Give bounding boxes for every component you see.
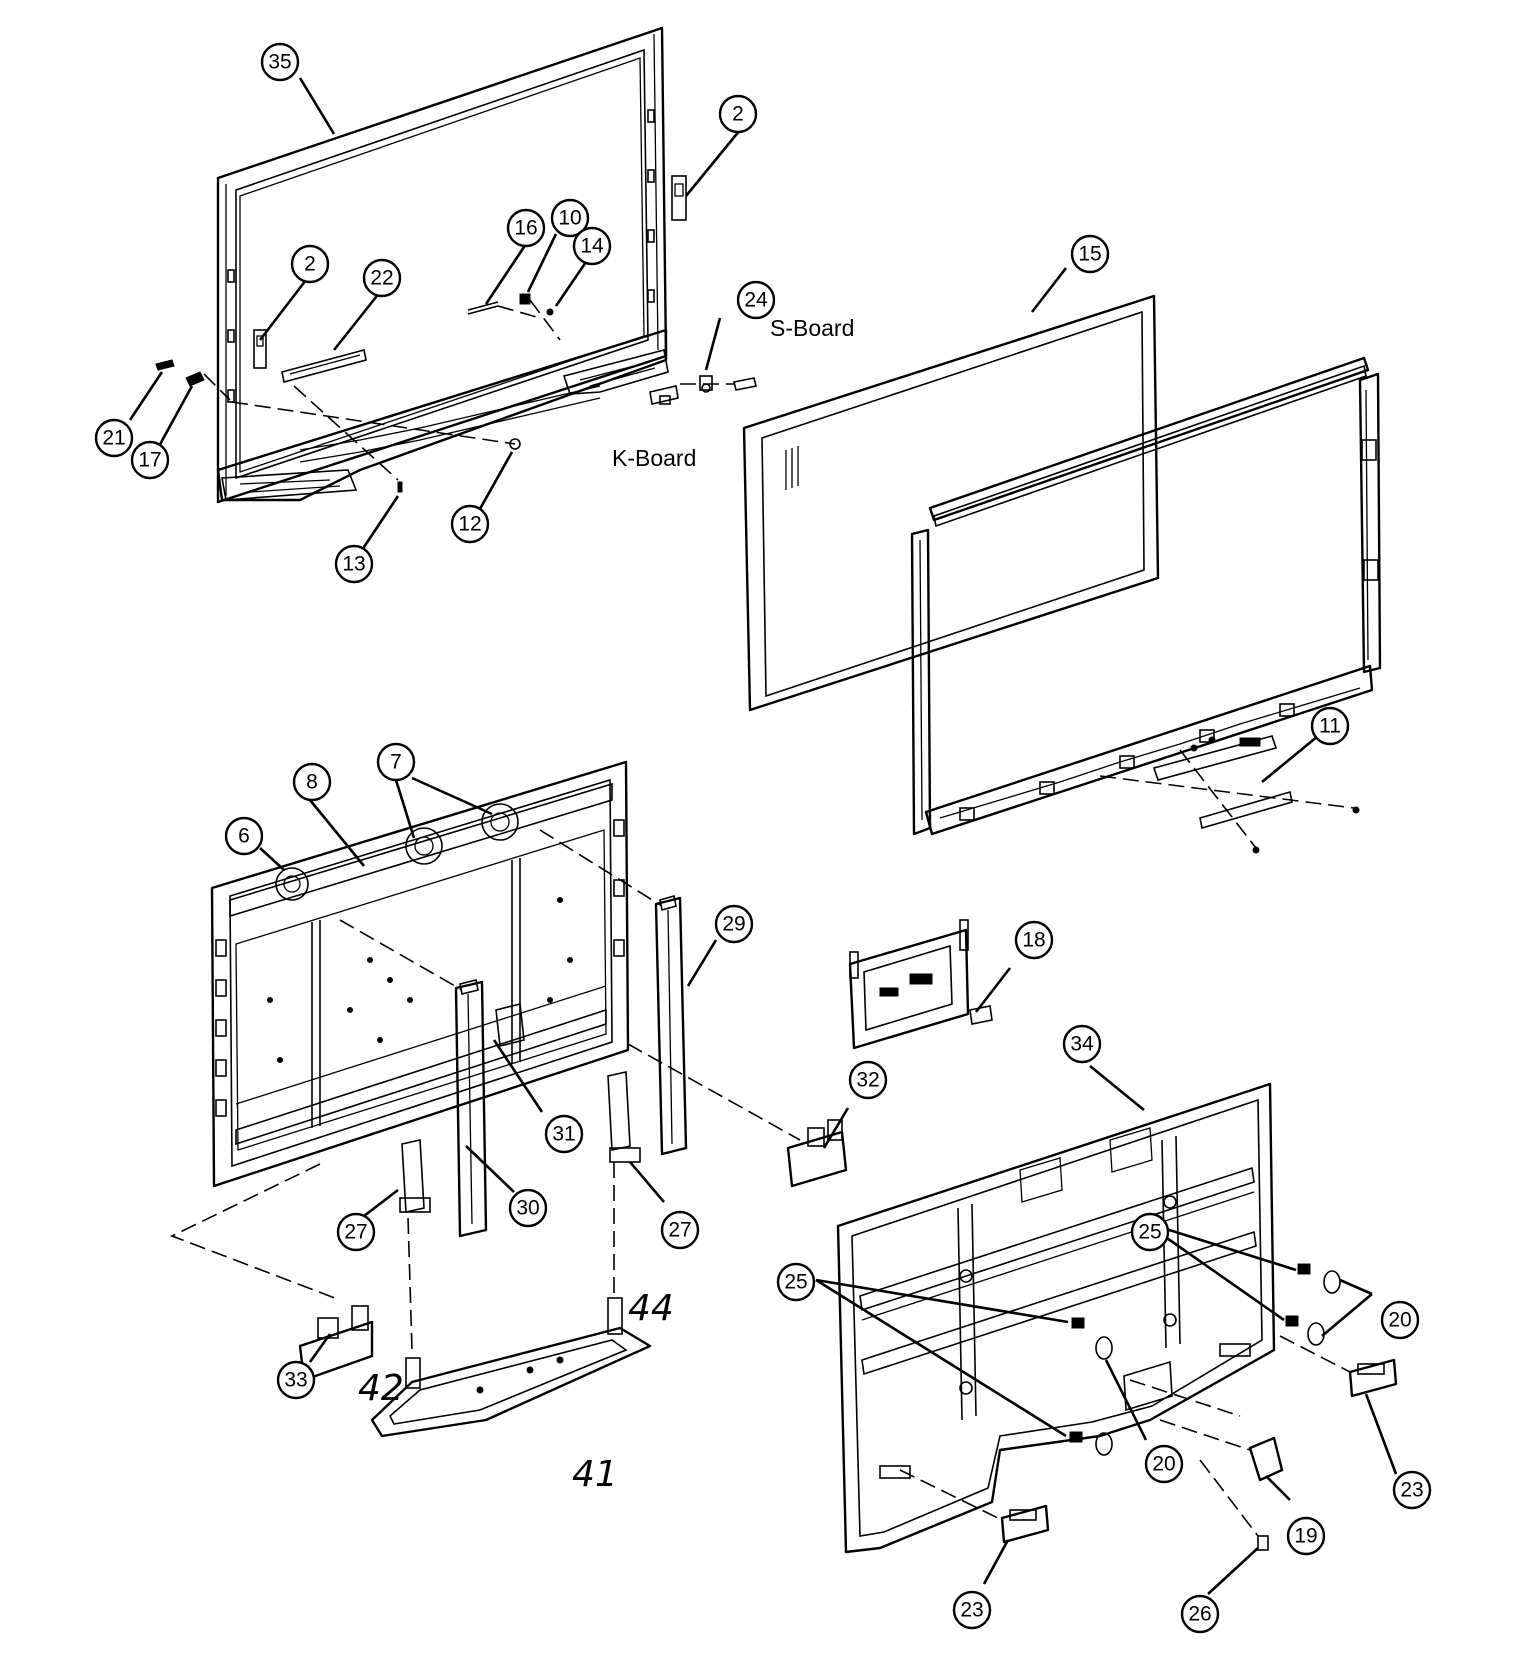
s-board-label: S-Board bbox=[770, 315, 854, 341]
svg-text:17: 17 bbox=[138, 449, 161, 472]
svg-text:27: 27 bbox=[344, 1221, 367, 1244]
svg-text:23: 23 bbox=[1400, 1479, 1423, 1502]
callout-30: 30 bbox=[508, 1188, 548, 1228]
callout-2-left: 2 bbox=[290, 244, 330, 284]
stand-brackets-part bbox=[169, 829, 801, 1351]
svg-text:35: 35 bbox=[268, 51, 291, 74]
svg-text:26: 26 bbox=[1188, 1603, 1211, 1626]
handwritten-41: 41 bbox=[572, 1454, 618, 1495]
callout-8: 8 bbox=[292, 762, 332, 802]
base-stand-part bbox=[370, 1297, 652, 1438]
svg-text:13: 13 bbox=[342, 553, 365, 576]
callout-17: 17 bbox=[130, 440, 170, 480]
callout-12: 12 bbox=[450, 504, 490, 544]
svg-text:10: 10 bbox=[558, 207, 581, 230]
leader-lines bbox=[128, 77, 1398, 1595]
svg-text:31: 31 bbox=[552, 1123, 575, 1146]
callout-31: 31 bbox=[544, 1114, 584, 1154]
callout-21: 21 bbox=[94, 418, 134, 458]
svg-text:19: 19 bbox=[1294, 1525, 1317, 1548]
svg-text:25: 25 bbox=[1138, 1221, 1161, 1244]
svg-text:7: 7 bbox=[390, 751, 402, 774]
svg-text:2: 2 bbox=[304, 253, 316, 276]
callout-10: 10 bbox=[550, 198, 590, 238]
callout-29: 29 bbox=[714, 904, 754, 944]
handwritten-44: 44 bbox=[628, 1288, 674, 1329]
svg-text:29: 29 bbox=[722, 913, 745, 936]
callout-25-left: 25 bbox=[776, 1262, 816, 1302]
handwritten-42: 42 bbox=[358, 1368, 404, 1409]
svg-text:18: 18 bbox=[1022, 929, 1045, 952]
callout-25-right: 25 bbox=[1130, 1212, 1170, 1252]
svg-text:20: 20 bbox=[1152, 1453, 1175, 1476]
back-cover-part bbox=[836, 1082, 1398, 1554]
callout-15: 15 bbox=[1070, 234, 1110, 274]
svg-text:14: 14 bbox=[580, 235, 604, 258]
callout-35: 35 bbox=[260, 42, 300, 82]
frame-rails-part bbox=[910, 356, 1382, 854]
svg-text:23: 23 bbox=[960, 1599, 983, 1622]
svg-text:24: 24 bbox=[744, 289, 768, 312]
svg-text:6: 6 bbox=[238, 825, 250, 848]
terminal-board-part bbox=[848, 919, 993, 1050]
callout-20-bottom: 20 bbox=[1144, 1444, 1184, 1484]
callout-32: 32 bbox=[848, 1060, 888, 1100]
svg-text:12: 12 bbox=[458, 513, 481, 536]
svg-text:25: 25 bbox=[784, 1271, 807, 1294]
callout-27-left: 27 bbox=[336, 1212, 376, 1252]
callout-23-right: 23 bbox=[1392, 1470, 1432, 1510]
svg-text:21: 21 bbox=[102, 427, 125, 450]
svg-text:22: 22 bbox=[370, 267, 393, 290]
callout-18: 18 bbox=[1014, 920, 1054, 960]
callout-24: 24 bbox=[736, 280, 776, 320]
callout-13: 13 bbox=[334, 544, 374, 584]
glass-panel-part bbox=[742, 294, 1160, 712]
svg-text:11: 11 bbox=[1319, 715, 1341, 738]
svg-text:2: 2 bbox=[732, 103, 744, 126]
callout-22: 22 bbox=[362, 258, 402, 298]
callout-20-right: 20 bbox=[1380, 1300, 1420, 1340]
callout-26: 26 bbox=[1180, 1594, 1220, 1634]
callout-33: 33 bbox=[276, 1360, 316, 1400]
k-board-label: K-Board bbox=[612, 445, 696, 471]
callout-7: 7 bbox=[376, 742, 416, 782]
svg-text:16: 16 bbox=[514, 217, 537, 240]
callout-2-right: 2 bbox=[718, 94, 758, 134]
callout-34: 34 bbox=[1062, 1024, 1102, 1064]
svg-text:15: 15 bbox=[1078, 243, 1101, 266]
svg-text:32: 32 bbox=[856, 1069, 879, 1092]
chassis-frame-part bbox=[210, 760, 630, 1188]
svg-text:34: 34 bbox=[1070, 1033, 1094, 1056]
callout-14: 14 bbox=[572, 226, 612, 266]
front-bezel-part bbox=[155, 26, 757, 504]
callout-16: 16 bbox=[506, 208, 546, 248]
callout-23-bottom: 23 bbox=[952, 1590, 992, 1630]
callout-11: 11 bbox=[1310, 706, 1350, 746]
svg-text:30: 30 bbox=[516, 1197, 539, 1220]
callout-27-right: 27 bbox=[660, 1210, 700, 1250]
svg-text:33: 33 bbox=[284, 1369, 307, 1392]
svg-text:20: 20 bbox=[1388, 1309, 1411, 1332]
svg-text:8: 8 bbox=[306, 771, 318, 794]
callout-6: 6 bbox=[224, 816, 264, 856]
svg-text:27: 27 bbox=[668, 1219, 691, 1242]
callout-19: 19 bbox=[1286, 1516, 1326, 1556]
